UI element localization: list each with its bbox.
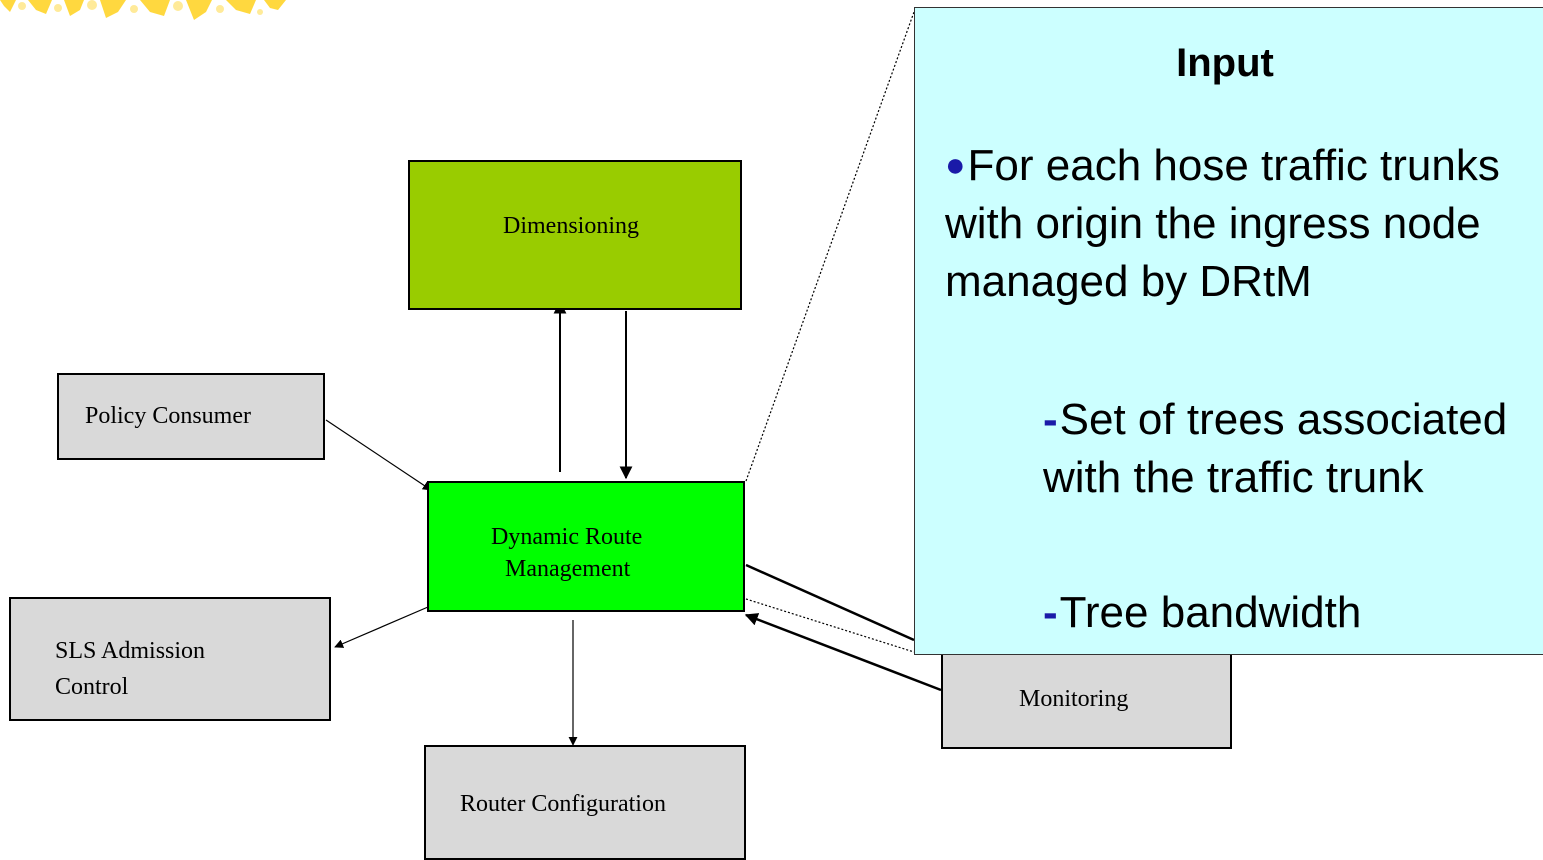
callout-sub-item-text: Tree bandwidth [1059,588,1362,637]
line-drm-to-monitoring [745,563,915,642]
policy-consumer-label: Policy Consumer [85,403,251,429]
dimensioning-label: Dimensioning [503,213,639,239]
callout-sub-item-text: Set of trees associated with the traffic… [1043,395,1508,502]
bullet-dot-icon: ● [945,146,966,184]
callout-sub-item: -Tree bandwidth [1043,584,1523,642]
callout-sub-item: -Set of trees associated with the traffi… [1043,391,1523,507]
router-configuration-box: Router Configuration [424,745,746,860]
monitoring-box: Monitoring [941,647,1232,749]
dotted-callout-top [745,11,915,482]
input-callout: Input ●For each hose traffic trunks with… [914,7,1543,655]
policy-consumer-box: Policy Consumer [57,373,325,460]
drm-label-line1: Dynamic Route [491,524,643,550]
dash-bullet-icon: - [1043,395,1058,444]
dynamic-route-management-box: Dynamic Route Management [427,481,745,612]
arrow-drm-to-sls [334,606,429,648]
header-decoration [0,0,286,20]
sls-label-line2: Control [55,674,129,700]
callout-bullet: ●For each hose traffic trunks with origi… [945,136,1535,311]
dash-bullet-icon: - [1043,588,1058,637]
callout-bullet-text: For each hose traffic trunks with origin… [945,141,1500,306]
dotted-callout-bottom [745,598,915,653]
arrow-policy-to-drm [325,419,432,491]
monitoring-label: Monitoring [1019,686,1129,712]
arrow-monitoring-to-drm [744,613,942,692]
router-configuration-label: Router Configuration [460,791,666,817]
sls-label-line1: SLS Admission [55,638,206,664]
dimensioning-box: Dimensioning [408,160,742,310]
callout-title: Input [1176,41,1274,85]
sls-admission-control-box: SLS Admission Control [9,597,331,721]
drm-label-line2: Management [505,556,631,582]
